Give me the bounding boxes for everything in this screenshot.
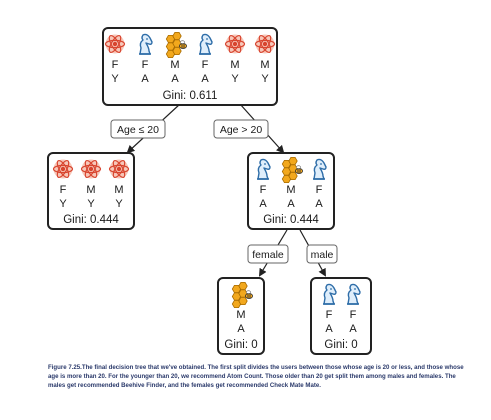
node-female-leaf: MA Gini: 0 [217,277,265,355]
gender-label: M [86,184,95,196]
gender-label: F [202,59,209,71]
age-label: A [237,323,245,335]
gender-label: F [350,309,357,321]
figure-caption: Figure 7.25.The final decision tree that… [48,364,464,389]
beehive-finder-icon [231,281,253,309]
age-label: A [259,198,267,210]
gender-label: M [236,309,245,321]
atom-count-icon [52,159,74,179]
edge-label-age-le-20: Age ≤ 20 [110,119,166,139]
age-label: A [349,323,357,335]
age-label: A [201,73,209,85]
gender-label: F [326,309,333,321]
gender-label: M [114,184,123,196]
svg-text:female: female [252,249,284,261]
age-label: Y [59,198,67,210]
check-mate-mate-icon [347,283,361,305]
check-mate-mate-icon [313,158,327,180]
age-label: Y [261,73,269,85]
gini-label: Gini: 0 [324,339,357,351]
gender-label: F [260,184,267,196]
svg-text:Age ≤ 20: Age ≤ 20 [117,124,159,136]
gender-label: M [230,59,239,71]
gender-label: F [112,59,119,71]
check-mate-mate-icon [323,283,337,305]
gender-label: F [60,184,67,196]
edge-label-age-gt-20: Age > 20 [213,119,269,139]
age-label: A [287,198,295,210]
edge-label-male: male [306,244,338,264]
gini-label: Gini: 0.444 [63,214,119,226]
age-label: A [315,198,323,210]
edge-label-female: female [247,244,289,264]
age-label: A [171,73,179,85]
atom-count-icon [108,159,130,179]
age-label: A [141,73,149,85]
age-label: Y [87,198,95,210]
gender-label: M [286,184,295,196]
beehive-finder-icon [281,156,303,184]
atom-count-icon [80,159,102,179]
svg-text:male: male [311,249,334,261]
check-mate-mate-icon [139,33,153,55]
gender-label: M [260,59,269,71]
age-label: Y [115,198,123,210]
atom-count-icon [104,34,126,54]
check-mate-mate-icon [199,33,213,55]
atom-count-icon [224,34,246,54]
svg-text:Age > 20: Age > 20 [220,124,262,136]
gini-label: Gini: 0.444 [263,214,319,226]
gender-label: M [170,59,179,71]
node-right-box [247,152,335,230]
beehive-finder-icon [165,31,187,59]
gini-label: Gini: 0 [224,339,257,351]
atom-count-icon [254,34,276,54]
age-label: Y [111,73,119,85]
gender-label: F [316,184,323,196]
gini-label: Gini: 0.611 [163,90,218,102]
age-label: A [325,323,333,335]
check-mate-mate-icon [257,158,271,180]
age-label: Y [231,73,239,85]
gender-label: F [142,59,149,71]
